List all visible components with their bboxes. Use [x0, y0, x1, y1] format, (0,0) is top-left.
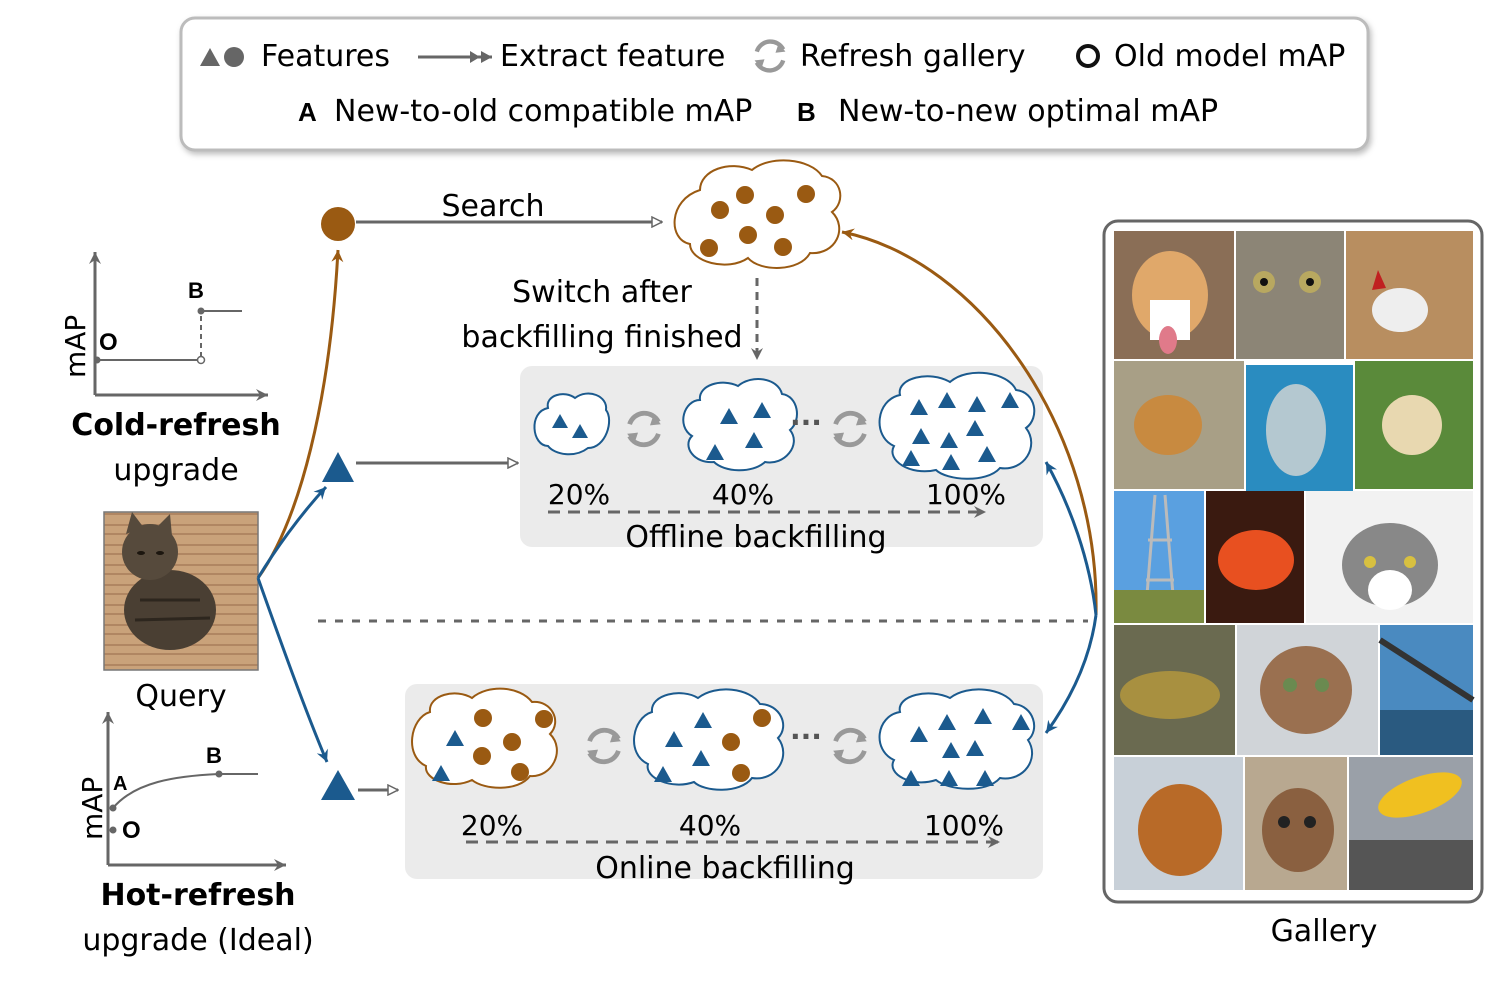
- online-cloud-40-features: [654, 709, 771, 782]
- offline-stage-40: 40%: [712, 478, 774, 511]
- features-triangle-icon: [200, 48, 220, 66]
- legend-extract-label: Extract feature: [500, 39, 725, 74]
- features-circle-icon: [224, 47, 244, 67]
- old-gallery-features: [700, 185, 815, 257]
- hot-o-label: O: [122, 817, 141, 844]
- gallery-image-cat-closeup: [1236, 231, 1344, 359]
- offline-cloud-20: [533, 392, 611, 456]
- hot-map-curve: [112, 773, 220, 809]
- old-map-marker-icon: [1076, 44, 1100, 68]
- gallery-images: [1114, 231, 1475, 890]
- offline-stage-100: 100%: [926, 478, 1006, 511]
- offline-stage-20: 20%: [548, 478, 610, 511]
- new-offline-query-feature: [322, 452, 354, 482]
- legend-old-map-label: Old model mAP: [1114, 39, 1345, 74]
- online-stage-100: 100%: [924, 809, 1004, 842]
- online-cloud-20-features: [432, 709, 553, 781]
- online-cloud-40: [633, 688, 785, 791]
- gallery-to-old-cloud-arrow: [841, 228, 1098, 616]
- offline-ellipsis: ···: [790, 406, 822, 439]
- online-cloud-100-features: [902, 708, 1030, 786]
- new-online-query-feature: [321, 770, 355, 800]
- switch-label-line1: Switch after: [512, 275, 692, 310]
- offline-cloud-40: [682, 378, 798, 472]
- online-cloud-20: [411, 687, 558, 789]
- legend-a-marker: A: [298, 97, 317, 127]
- switch-label-line2: backfilling finished: [461, 320, 742, 355]
- legend-features-label: Features: [261, 39, 390, 74]
- cold-title-bold: Cold-refresh: [71, 408, 280, 443]
- old-query-feature: [321, 207, 355, 241]
- hot-title-bold: Hot-refresh: [100, 878, 295, 913]
- online-cloud-100: [878, 688, 1036, 790]
- online-stage-40: 40%: [679, 809, 741, 842]
- gallery-to-offline-cloud-arrow: [1044, 461, 1098, 616]
- gallery-label: Gallery: [1271, 914, 1378, 949]
- offline-label: Offline backfilling: [625, 520, 886, 555]
- query-to-offline-feature-arrow: [256, 485, 328, 579]
- legend-a-label: New-to-old compatible mAP: [334, 94, 752, 129]
- offline-cloud-100: [878, 371, 1036, 480]
- cold-o-label: O: [99, 329, 118, 356]
- cold-ylabel: mAP: [59, 315, 92, 378]
- legend-box: Features Extract feature Refresh gallery…: [179, 16, 1370, 152]
- hot-ylabel: mAP: [76, 777, 109, 840]
- hot-refresh-chart: mAP A O B Hot-refresh upgrade (Ideal): [76, 712, 314, 958]
- hot-a-label: A: [113, 773, 127, 795]
- online-stage-20: 20%: [461, 809, 523, 842]
- legend-refresh-label: Refresh gallery: [800, 39, 1025, 74]
- offline-cloud-100-features: [902, 392, 1019, 470]
- old-gallery-cloud: [673, 159, 842, 269]
- query-to-online-feature-arrow: [256, 577, 329, 763]
- query-image: [103, 511, 259, 671]
- cold-refresh-chart: mAP O B Cold-refresh upgrade: [59, 252, 281, 488]
- gallery-to-online-cloud-arrow: [1044, 614, 1098, 734]
- legend-b-marker: B: [797, 97, 816, 127]
- search-label: Search: [441, 189, 544, 224]
- offline-cloud-40-features: [706, 402, 771, 460]
- cold-b-label: B: [188, 278, 204, 303]
- offline-cloud-20-features: [552, 414, 588, 438]
- legend-b-label: New-to-new optimal mAP: [838, 94, 1218, 129]
- hot-b-label: B: [206, 743, 222, 768]
- online-ellipsis: ···: [790, 720, 822, 753]
- query-label: Query: [135, 679, 226, 714]
- online-label: Online backfilling: [595, 851, 855, 886]
- hot-title-rest: upgrade (Ideal): [82, 923, 313, 958]
- cold-title-rest: upgrade: [113, 453, 238, 488]
